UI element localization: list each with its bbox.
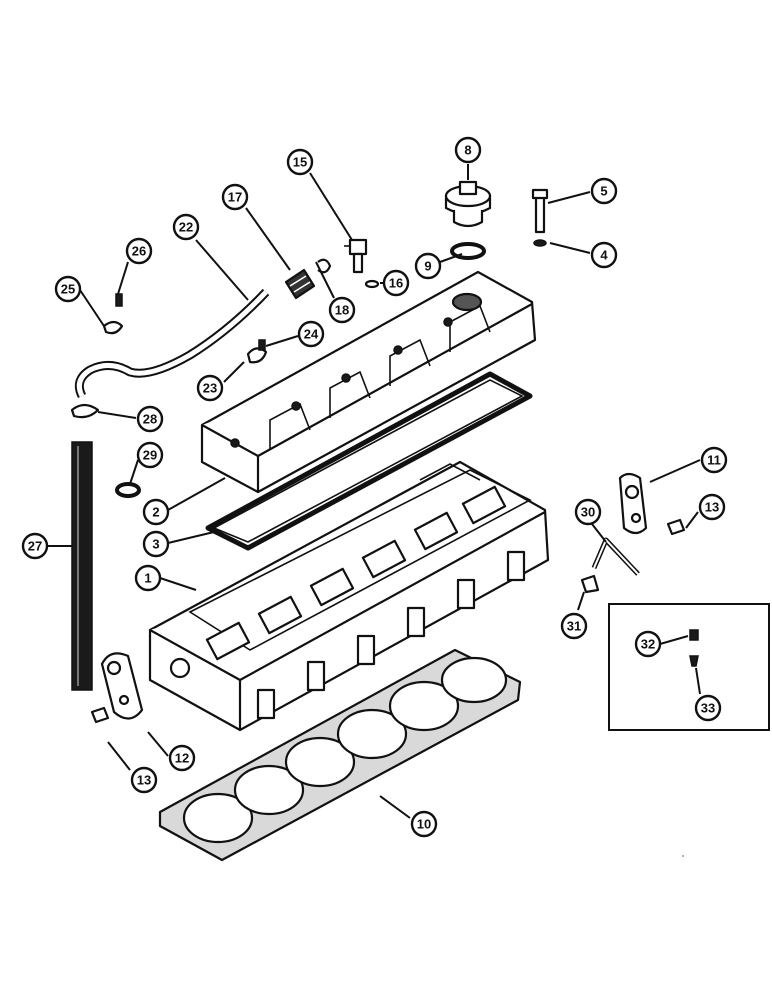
cylinder-head — [148, 460, 550, 732]
callout-29: 29 — [136, 441, 164, 469]
callout-1: 1 — [134, 564, 162, 592]
callout-label: 16 — [389, 276, 403, 291]
inset-plug — [689, 629, 699, 641]
callout-12: 12 — [168, 744, 196, 772]
callout-label: 3 — [152, 537, 159, 552]
callout-label: 11 — [707, 453, 721, 468]
callout-label: 25 — [61, 282, 75, 297]
stud-washer — [533, 239, 547, 247]
valve-cover-gasket — [205, 371, 533, 551]
breather-tube — [74, 288, 270, 399]
callout-23: 23 — [196, 374, 224, 402]
callout-24: 24 — [297, 320, 325, 348]
tube-fitting — [580, 574, 600, 594]
clip-screw — [258, 339, 266, 351]
callout-4: 4 — [590, 241, 618, 269]
callout-32: 32 — [634, 630, 662, 658]
callout-13-front: 13 — [130, 766, 158, 794]
callout-33: 33 — [694, 694, 722, 722]
callout-5: 5 — [590, 177, 618, 205]
callout-label: 8 — [464, 143, 471, 158]
bracket-bolt-rear — [666, 518, 686, 536]
callout-label: 2 — [152, 505, 159, 520]
callout-2: 2 — [142, 498, 170, 526]
callout-label: 31 — [567, 619, 581, 634]
callout-9: 9 — [414, 252, 442, 280]
hose-spring — [284, 268, 316, 300]
page-mark — [682, 855, 684, 857]
callout-label: 15 — [293, 155, 307, 170]
inset-sleeve — [689, 655, 699, 667]
leader-lines — [48, 164, 701, 819]
oil-filler-cap — [444, 180, 492, 228]
callout-13-rear: 13 — [698, 493, 726, 521]
cover-stud — [531, 188, 549, 234]
callout-26: 26 — [125, 237, 153, 265]
lifting-bracket-rear — [618, 472, 648, 535]
callout-17: 17 — [221, 183, 249, 211]
callout-label: 17 — [228, 190, 242, 205]
breather-fitting — [344, 238, 368, 274]
callout-label: 33 — [701, 701, 715, 716]
callout-label: 29 — [143, 448, 157, 463]
callout-label: 23 — [203, 381, 217, 396]
callout-label: 18 — [335, 303, 349, 318]
callout-11: 11 — [700, 446, 728, 474]
callout-22: 22 — [172, 213, 200, 241]
callout-label: 9 — [424, 259, 431, 274]
callout-10: 10 — [410, 810, 438, 838]
callout-3: 3 — [142, 530, 170, 558]
grommet — [115, 482, 141, 498]
lifting-bracket-front — [100, 652, 144, 720]
head-gasket — [158, 648, 522, 862]
callout-label: 27 — [28, 539, 42, 554]
callout-27: 27 — [21, 532, 49, 560]
tube-bracket — [102, 320, 124, 335]
callout-16: 16 — [382, 269, 410, 297]
callout-label: 32 — [641, 637, 655, 652]
callout-28: 28 — [136, 405, 164, 433]
tube-clip — [246, 347, 268, 364]
temperature-tube — [591, 537, 640, 576]
inset-box — [608, 603, 770, 731]
callout-label: 10 — [417, 817, 431, 832]
drain-hose — [71, 441, 93, 691]
callout-label: 22 — [179, 220, 193, 235]
callout-30: 30 — [574, 498, 602, 526]
callout-label: 4 — [600, 248, 608, 263]
callout-8: 8 — [454, 136, 482, 164]
hose-clamp — [317, 258, 332, 274]
callout-label: 5 — [600, 184, 607, 199]
callout-label: 28 — [143, 412, 157, 427]
hose-clamp-lower — [70, 403, 100, 419]
callout-label: 1 — [144, 571, 151, 586]
bracket-bolt-front — [90, 706, 110, 724]
callout-label: 24 — [304, 327, 319, 342]
callout-18: 18 — [328, 296, 356, 324]
callout-31: 31 — [560, 612, 588, 640]
callout-label: 30 — [581, 505, 595, 520]
callout-label: 13 — [705, 500, 719, 515]
callout-label: 26 — [132, 244, 146, 259]
callout-label: 13 — [137, 773, 151, 788]
o-ring — [364, 279, 380, 289]
bracket-screw — [115, 293, 123, 307]
callout-label: 12 — [175, 751, 189, 766]
callout-15: 15 — [286, 148, 314, 176]
callout-25: 25 — [54, 275, 82, 303]
valve-cover — [200, 270, 537, 494]
